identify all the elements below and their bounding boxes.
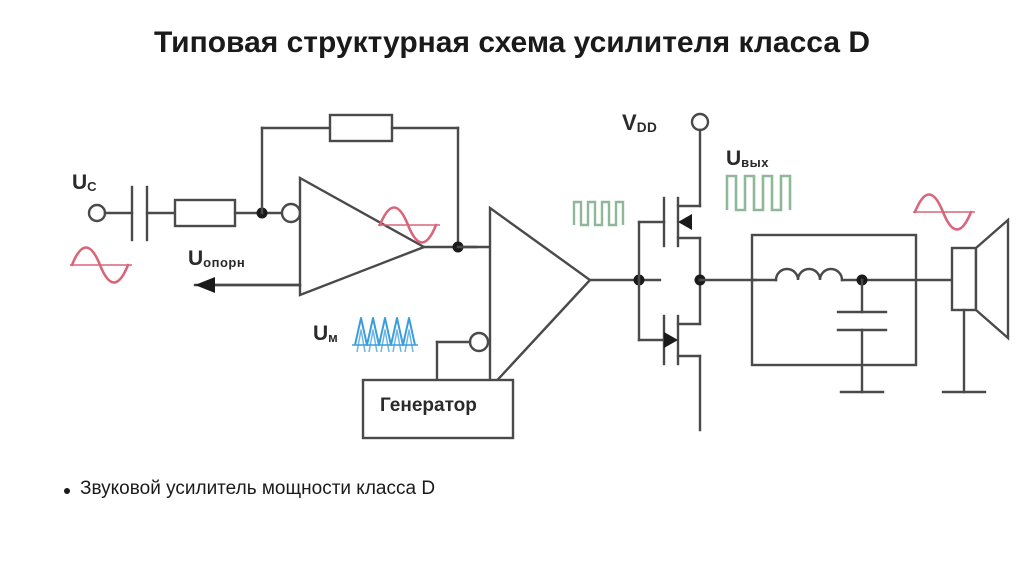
output-lc-filter-box bbox=[750, 233, 918, 367]
bullet-item-text: Звуковой усилитель мощности класса D bbox=[80, 478, 436, 499]
low-side-mosfet-arrow-icon bbox=[664, 332, 678, 348]
high-side-mosfet-arrow-icon bbox=[678, 214, 692, 230]
triangle-wave-generator-icon bbox=[361, 378, 515, 440]
input-resistor-icon bbox=[173, 198, 237, 228]
modulator-signal-label-sub: м bbox=[328, 330, 339, 345]
input-signal-label: UC bbox=[72, 172, 97, 193]
pwm-power-output-waveform bbox=[725, 174, 792, 212]
comparator-inverting-input-icon bbox=[468, 331, 490, 353]
reference-arrow-head-icon bbox=[195, 277, 215, 293]
reference-voltage-label-main: U bbox=[188, 247, 204, 270]
bullet-marker-icon bbox=[64, 488, 70, 494]
modulator-signal-label-main: U bbox=[313, 322, 329, 345]
filter-inductor-icon bbox=[774, 267, 844, 282]
supply-voltage-label-sub: DD bbox=[636, 120, 658, 135]
integrator-opamp-icon bbox=[298, 175, 427, 297]
triangle-carrier-waveform bbox=[352, 317, 418, 353]
generator-block-label: Генератор bbox=[380, 395, 477, 416]
integrator-inverting-input-icon bbox=[280, 202, 302, 224]
reference-voltage-label-sub: опорн bbox=[203, 255, 246, 270]
input-signal-label-sub: C bbox=[87, 179, 98, 194]
reference-voltage-label: Uопорн bbox=[188, 248, 245, 269]
class-d-amplifier-diagram: UC Uопорн Uм VDD Uвых Генератор bbox=[0, 80, 1024, 470]
output-voltage-label-main: U bbox=[726, 147, 742, 170]
circuit-schematic-svg bbox=[70, 112, 1010, 440]
loudspeaker-body-icon bbox=[950, 246, 978, 312]
loudspeaker-cone-icon bbox=[974, 217, 1010, 341]
output-voltage-label: Uвых bbox=[726, 148, 769, 169]
vdd-terminal-icon bbox=[690, 112, 710, 132]
input-terminal-icon bbox=[87, 203, 107, 223]
supply-voltage-label-main: V bbox=[622, 110, 637, 135]
modulator-signal-label: Uм bbox=[313, 323, 338, 344]
bullet-list: Звуковой усилитель мощности класса D bbox=[64, 478, 435, 500]
supply-voltage-label: VDD bbox=[622, 110, 658, 135]
feedback-resistor-icon bbox=[328, 113, 394, 143]
comparator-opamp-icon bbox=[488, 205, 592, 392]
pwm-comparator-output-waveform bbox=[572, 200, 625, 227]
page-title: Типовая структурная схема усилителя клас… bbox=[153, 26, 871, 59]
input-signal-label-main: U bbox=[72, 171, 88, 194]
output-voltage-label-sub: вых bbox=[741, 155, 770, 170]
